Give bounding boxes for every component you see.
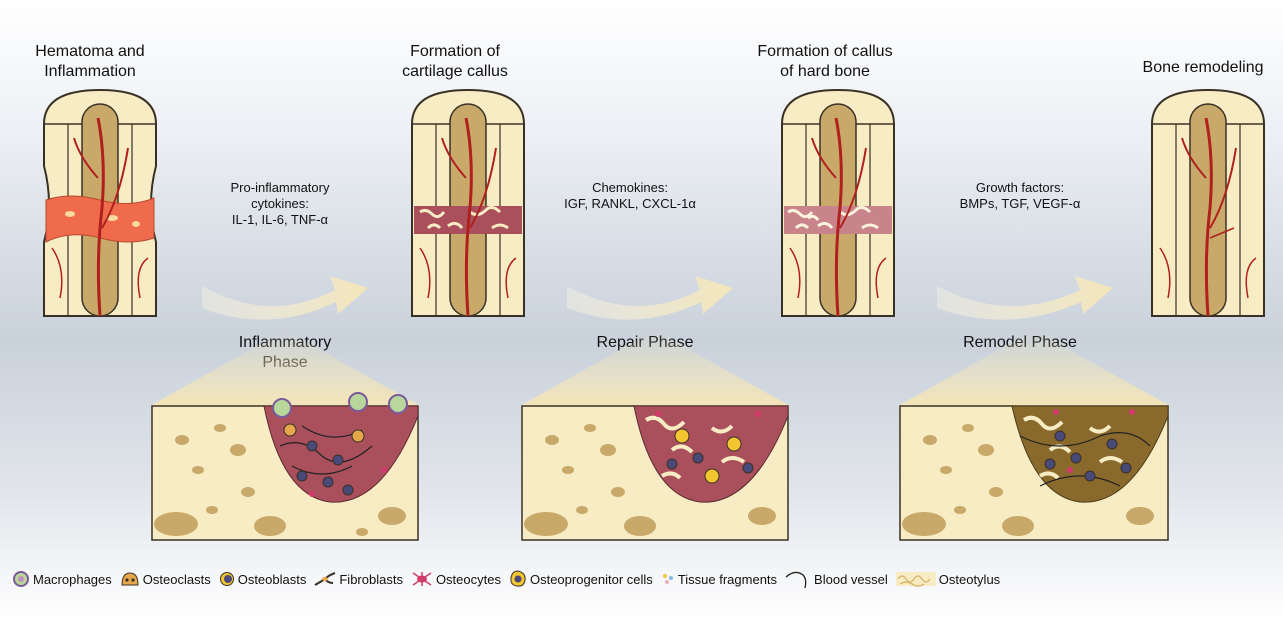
- arrow-inflammatory: [200, 268, 370, 328]
- factor-cytokines: Pro-inflammatory cytokines: IL-1, IL-6, …: [200, 180, 360, 228]
- legend-label-fibroblasts: Fibroblasts: [339, 572, 403, 587]
- factor-growth-factors: Growth factors: BMPs, TGF, VEGF-α: [935, 180, 1105, 212]
- stage-title-bone-remodeling: Bone remodeling: [1128, 58, 1278, 78]
- zoom-cone-repair: [520, 330, 790, 410]
- legend-item-fibroblasts: Fibroblasts: [314, 571, 403, 587]
- stage-title-hard-callus: Formation of callus of hard bone: [740, 42, 910, 82]
- legend: Macrophages Osteoclasts Osteoblasts Fibr…: [12, 568, 1008, 590]
- arrow-remodel: [935, 268, 1115, 328]
- legend-item-osteoblasts: Osteoblasts: [219, 571, 307, 587]
- legend-item-osteoprogenitor: Osteoprogenitor cells: [509, 570, 653, 588]
- osteoblast-icon: [219, 571, 235, 587]
- legend-item-tissue-fragments: Tissue fragments: [661, 572, 777, 587]
- arrow-repair: [565, 268, 735, 328]
- legend-label-osteotylus: Osteotylus: [939, 572, 1000, 587]
- osteotylus-icon: [896, 571, 936, 587]
- legend-item-blood-vessel: Blood vessel: [785, 569, 888, 589]
- osteoclast-icon: [120, 571, 140, 587]
- legend-item-osteotylus: Osteotylus: [896, 571, 1000, 587]
- fibroblast-icon: [314, 571, 336, 587]
- factor-chemokines: Chemokines: IGF, RANKL, CXCL-1α: [540, 180, 720, 212]
- bone-remodeling-illustration: [1148, 88, 1268, 320]
- blood-vessel-icon: [785, 569, 811, 589]
- legend-item-osteoclasts: Osteoclasts: [120, 571, 211, 587]
- legend-item-osteocytes: Osteocytes: [411, 571, 501, 587]
- bone-hematoma-illustration: [40, 88, 160, 320]
- stage-title-cartilage-callus: Formation of cartilage callus: [385, 42, 525, 82]
- osteoprogenitor-icon: [509, 570, 527, 588]
- zoom-panel-inflammatory: [152, 406, 418, 540]
- bone-hard-callus-illustration: [778, 88, 898, 320]
- legend-label-osteoclasts: Osteoclasts: [143, 572, 211, 587]
- zoom-panel-repair: [522, 406, 788, 540]
- legend-label-osteocytes: Osteocytes: [436, 572, 501, 587]
- legend-label-tissue-fragments: Tissue fragments: [678, 572, 777, 587]
- stage-title-hematoma: Hematoma and Inflammation: [20, 42, 160, 82]
- legend-label-macrophages: Macrophages: [33, 572, 112, 587]
- zoom-panel-remodel: [900, 406, 1168, 540]
- legend-label-blood-vessel: Blood vessel: [814, 572, 888, 587]
- bone-cartilage-callus-illustration: [408, 88, 528, 320]
- legend-label-osteoprogenitor: Osteoprogenitor cells: [530, 572, 653, 587]
- legend-label-osteoblasts: Osteoblasts: [238, 572, 307, 587]
- zoom-cone-inflammatory: [150, 330, 420, 410]
- macrophage-icon: [12, 570, 30, 588]
- tissue-fragment-icon: [661, 572, 675, 586]
- zoom-cone-remodel: [898, 330, 1170, 410]
- osteocyte-icon: [411, 571, 433, 587]
- legend-item-macrophages: Macrophages: [12, 570, 112, 588]
